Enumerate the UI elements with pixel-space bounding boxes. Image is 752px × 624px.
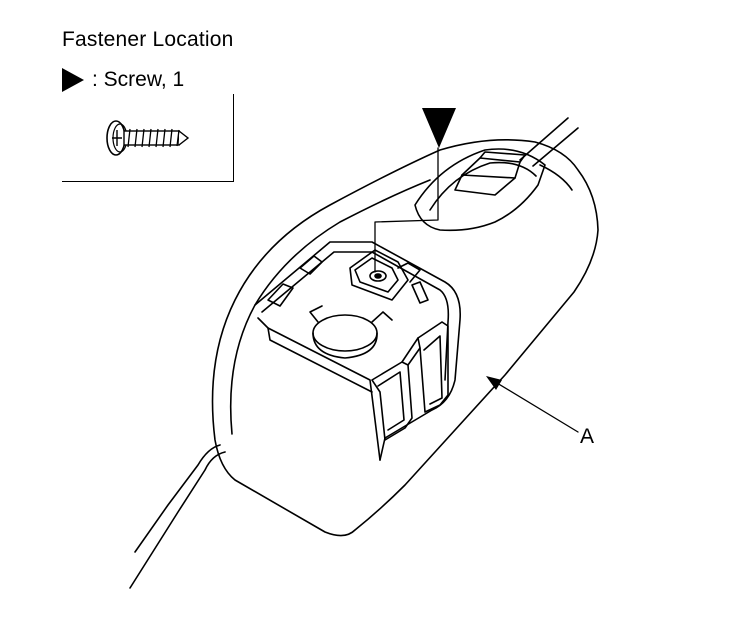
legend-item-screw: : Screw, 1	[62, 68, 184, 92]
legend-item-label: : Screw, 1	[92, 68, 185, 91]
screw-location-marker-icon	[422, 108, 456, 148]
callout-label-A: A	[580, 425, 595, 448]
callout-arrowhead-icon	[486, 376, 502, 390]
legend-title: Fastener Location	[62, 28, 234, 51]
legend-frame	[62, 94, 234, 182]
screw-marker-icon	[62, 68, 84, 92]
screw-illustration-icon	[106, 120, 190, 156]
